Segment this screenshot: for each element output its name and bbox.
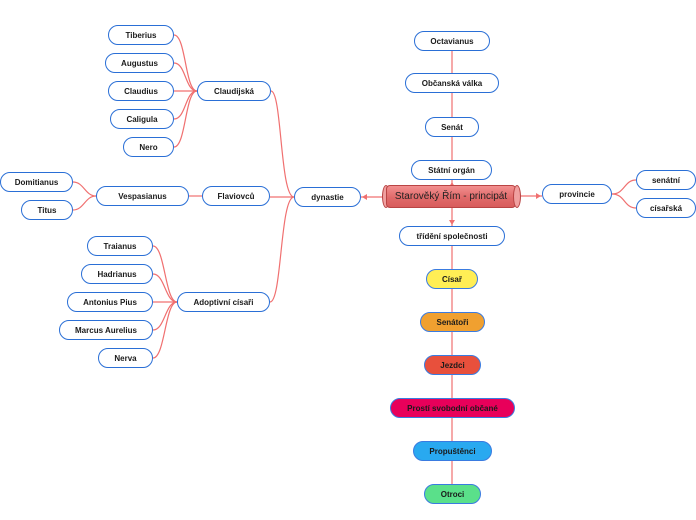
link-claudijska-member-3 (173, 90, 198, 120)
topic-caligula[interactable]: Caligula (110, 109, 174, 129)
link-provincie-cisarska (611, 193, 637, 209)
topic-traianus[interactable]: Traianus (87, 236, 153, 256)
topic-marcus-aurelius[interactable]: Marcus Aurelius (59, 320, 153, 340)
class-jezdci[interactable]: Jezdci (424, 355, 481, 375)
topic-tiberius[interactable]: Tiberius (108, 25, 174, 45)
link-dynastie-claudijska (270, 90, 295, 198)
link-provincie-senatni (611, 179, 637, 195)
root-topic[interactable]: Starověký Řím - principát (386, 185, 516, 208)
topic-obcanska-valka[interactable]: Občanská válka (405, 73, 499, 93)
arrow-root-left (362, 194, 367, 200)
class-propustenci[interactable]: Propuštěnci (413, 441, 492, 461)
link-vespasianus-domitianus (72, 181, 97, 197)
link-adoptivni-member-0 (152, 245, 178, 303)
topic-antonius-pius[interactable]: Antonius Pius (67, 292, 153, 312)
class-cisar[interactable]: Císař (426, 269, 478, 289)
arrow-root-right (536, 193, 541, 199)
link-dynastie-adoptivni (269, 196, 295, 303)
topic-nerva[interactable]: Nerva (98, 348, 153, 368)
topic-cisarska[interactable]: císařská (636, 198, 696, 218)
link-adoptivni-member-4 (152, 301, 178, 359)
class-senatori[interactable]: Senátoři (420, 312, 485, 332)
topic-flaviovcu[interactable]: Flaviovců (202, 186, 270, 206)
topic-augustus[interactable]: Augustus (105, 53, 174, 73)
link-adoptivni-member-1 (152, 273, 178, 303)
topic-senatni[interactable]: senátní (636, 170, 696, 190)
topic-senat[interactable]: Senát (425, 117, 479, 137)
topic-provincie[interactable]: provincie (542, 184, 612, 204)
link-adoptivni-member-3 (152, 301, 178, 331)
topic-claudijska[interactable]: Claudijská (197, 81, 271, 101)
topic-octavianus[interactable]: Octavianus (414, 31, 490, 51)
class-prosti-svobodni-obcane[interactable]: Prostí svobodní občané (390, 398, 515, 418)
topic-claudius[interactable]: Claudius (108, 81, 174, 101)
topic-adoptivni-cisari[interactable]: Adoptivní císaři (177, 292, 270, 312)
topic-domitianus[interactable]: Domitianus (0, 172, 73, 192)
topic-titus[interactable]: Titus (21, 200, 73, 220)
link-claudijska-member-0 (173, 34, 198, 92)
class-otroci[interactable]: Otroci (424, 484, 481, 504)
arrow-root-down (449, 220, 455, 225)
topic-nero[interactable]: Nero (123, 137, 174, 157)
topic-statni-organ[interactable]: Státní orgán (411, 160, 492, 180)
topic-dynastie[interactable]: dynastie (294, 187, 361, 207)
link-claudijska-member-4 (173, 90, 198, 148)
link-vespasianus-titus (72, 195, 97, 211)
link-claudijska-member-1 (173, 62, 198, 92)
topic-trideni-spolecnosti[interactable]: třídění společnosti (399, 226, 505, 246)
root-right-cap (513, 185, 521, 208)
topic-vespasianus[interactable]: Vespasianus (96, 186, 189, 206)
topic-hadrianus[interactable]: Hadrianus (81, 264, 153, 284)
